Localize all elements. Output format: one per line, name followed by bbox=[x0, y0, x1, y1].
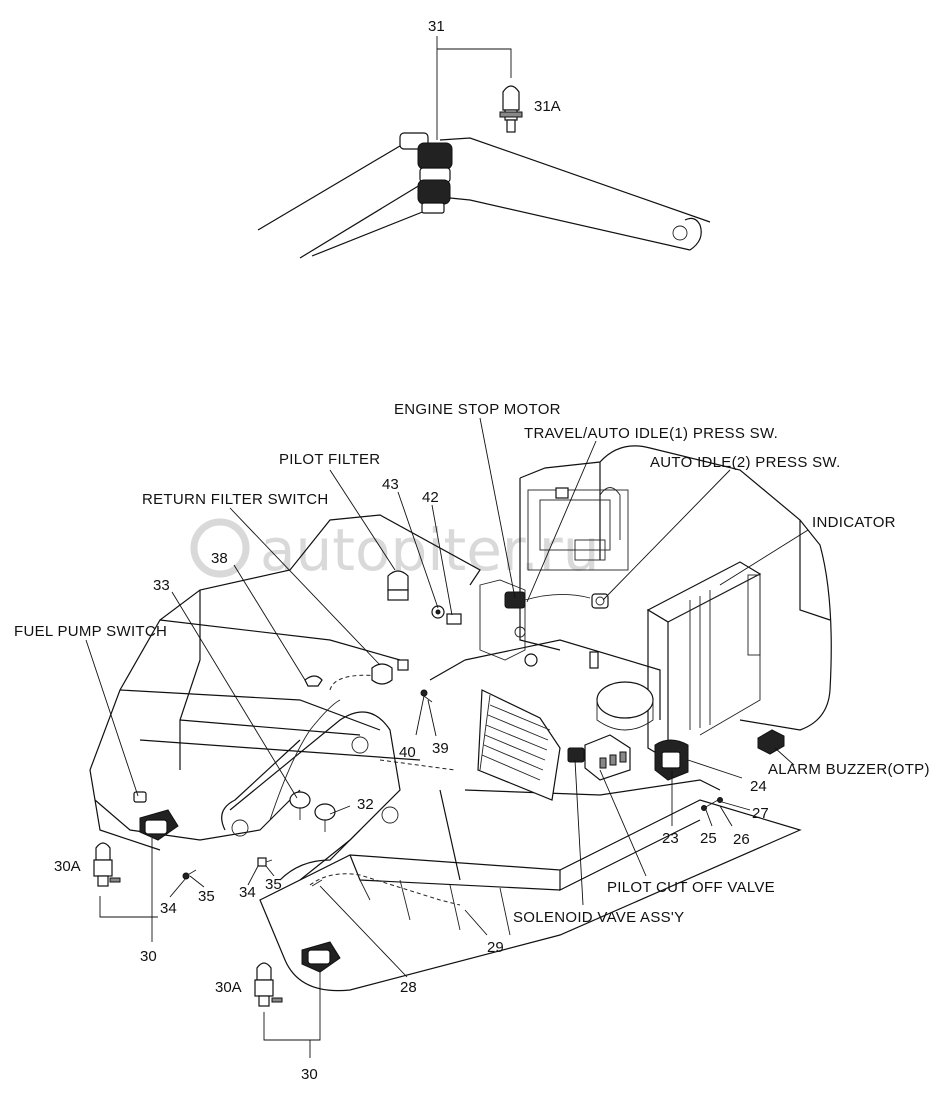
return-filter-switch-part bbox=[304, 659, 409, 687]
bolts-34-35-left bbox=[182, 869, 197, 880]
label-return-filter-switch: RETURN FILTER SWITCH bbox=[142, 491, 329, 508]
callout-27: 27 bbox=[752, 805, 769, 822]
hydraulic-components-32 bbox=[289, 791, 336, 832]
fittings-39-40 bbox=[420, 689, 433, 703]
pilot-filter-part bbox=[387, 570, 409, 601]
callout-35-mid: 35 bbox=[265, 876, 282, 893]
engine-hood-outline bbox=[519, 445, 832, 731]
tubes-and-hoses bbox=[269, 674, 461, 906]
boom-work-light-upper bbox=[399, 132, 453, 183]
alarm-buzzer-part bbox=[757, 729, 785, 755]
label-solenoid-valve-assy: SOLENOID VAVE ASS'Y bbox=[513, 909, 684, 926]
solenoid-valve-assy-part bbox=[567, 734, 631, 781]
boom-light-30-bottom bbox=[301, 941, 341, 973]
callout-33: 33 bbox=[153, 577, 170, 594]
oil-cooler bbox=[477, 689, 561, 801]
callout-43: 43 bbox=[382, 476, 399, 493]
fittings-42-43 bbox=[431, 605, 462, 625]
callout-29: 29 bbox=[487, 939, 504, 956]
swing-frame-arm bbox=[221, 711, 401, 881]
fittings-25-27 bbox=[701, 797, 723, 811]
pump-bracket bbox=[479, 579, 538, 667]
label-pilot-cut-off-valve: PILOT CUT OFF VALVE bbox=[607, 879, 775, 896]
label-alarm-buzzer: ALARM BUZZER(OTP) bbox=[768, 761, 930, 778]
label-auto-idle2-press-sw: AUTO IDLE(2) PRESS SW. bbox=[650, 454, 841, 471]
boom-assembly bbox=[257, 137, 711, 259]
callout-30a-bottom: 30A bbox=[215, 979, 242, 996]
label-indicator: INDICATOR bbox=[812, 514, 896, 531]
callout-23: 23 bbox=[662, 830, 679, 847]
callout-30-bottom: 30 bbox=[301, 1066, 318, 1083]
track-frame-bottom bbox=[259, 789, 802, 992]
callout-32: 32 bbox=[357, 796, 374, 813]
leader-lines bbox=[85, 417, 809, 1058]
callout-26: 26 bbox=[733, 831, 750, 848]
callout-24: 24 bbox=[750, 778, 767, 795]
cab-work-light-left bbox=[139, 809, 179, 841]
callout-35-left: 35 bbox=[198, 888, 215, 905]
callout-39: 39 bbox=[432, 740, 449, 757]
bulb-30a-left bbox=[93, 842, 121, 887]
callout-40: 40 bbox=[399, 744, 416, 761]
callout-38: 38 bbox=[211, 550, 228, 567]
pilot-cut-off-valve-part bbox=[654, 739, 689, 781]
fuel-pump-switch-part bbox=[133, 791, 147, 803]
engine-stop-motor-part bbox=[504, 591, 591, 609]
bulb-31a bbox=[499, 85, 523, 133]
callout-34-mid: 34 bbox=[239, 884, 256, 901]
rod-28 bbox=[311, 879, 323, 887]
label-engine-stop-motor: ENGINE STOP MOTOR bbox=[394, 401, 561, 418]
alternator-tank bbox=[589, 651, 654, 731]
callout-30-left: 30 bbox=[140, 948, 157, 965]
callout-42: 42 bbox=[422, 489, 439, 506]
label-travel-auto-idle-press-sw: TRAVEL/AUTO IDLE(1) PRESS SW. bbox=[524, 425, 778, 442]
engine-block bbox=[527, 487, 629, 571]
callout-31: 31 bbox=[428, 18, 445, 35]
callout-31a: 31A bbox=[534, 98, 561, 115]
auto-idle-switch-part bbox=[591, 593, 609, 609]
callout-28: 28 bbox=[400, 979, 417, 996]
callout-25: 25 bbox=[700, 830, 717, 847]
boom-work-light-lower bbox=[417, 179, 451, 214]
label-pilot-filter: PILOT FILTER bbox=[279, 451, 380, 468]
radiator bbox=[646, 561, 762, 762]
label-fuel-pump-switch: FUEL PUMP SWITCH bbox=[14, 623, 167, 640]
callout-30a-left: 30A bbox=[54, 858, 81, 875]
bolts-34-35-mid bbox=[257, 857, 273, 867]
callout-34-left: 34 bbox=[160, 900, 177, 917]
bulb-30a-bottom bbox=[254, 962, 283, 1007]
